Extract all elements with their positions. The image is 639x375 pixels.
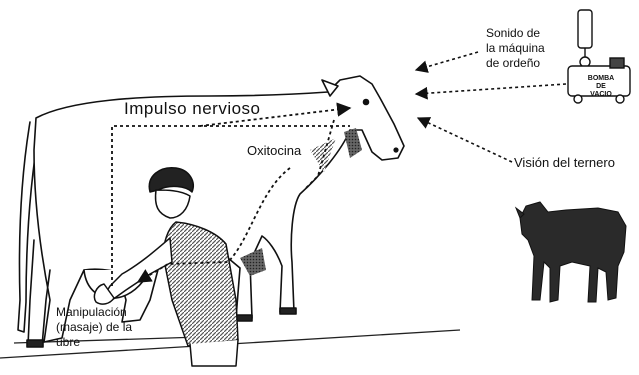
cow-spot — [344, 128, 362, 158]
cow-hoof — [27, 340, 43, 347]
pump-label-line-1: BOMBA — [573, 75, 629, 83]
cow-hoof — [236, 315, 252, 321]
sound-arrow — [416, 52, 478, 70]
label-calf-vision: Visión del ternero — [514, 155, 615, 170]
label-manip-line-3: ubre — [56, 335, 132, 350]
cow-hoof — [280, 308, 296, 314]
vision-arrow — [418, 118, 512, 162]
label-manip-line-2: (masaje) de la — [56, 320, 132, 335]
label-sound: Sonido de la máquina de ordeño — [486, 26, 545, 71]
label-oxytocin: Oxitocina — [247, 143, 301, 158]
label-nerve-impulse: Impulso nervioso — [124, 99, 261, 119]
pump-arrow — [416, 84, 566, 94]
milker-legs — [190, 340, 238, 366]
cow-eye — [364, 100, 369, 105]
label-manip-line-1: Manipulación — [56, 305, 132, 320]
label-udder-massage: Manipulación (masaje) de la ubre — [56, 305, 132, 350]
label-sound-line-1: Sonido de — [486, 26, 545, 41]
pump-label-line-3: VACIO — [573, 91, 629, 99]
pump-label: BOMBA DE VACIO — [573, 75, 629, 99]
label-sound-line-2: la máquina — [486, 41, 545, 56]
cow-nostril — [394, 148, 398, 152]
pump-label-line-2: DE — [573, 83, 629, 91]
pump-cylinder — [578, 10, 592, 48]
label-sound-line-3: de ordeño — [486, 56, 545, 71]
calf-silhouette — [516, 202, 626, 302]
